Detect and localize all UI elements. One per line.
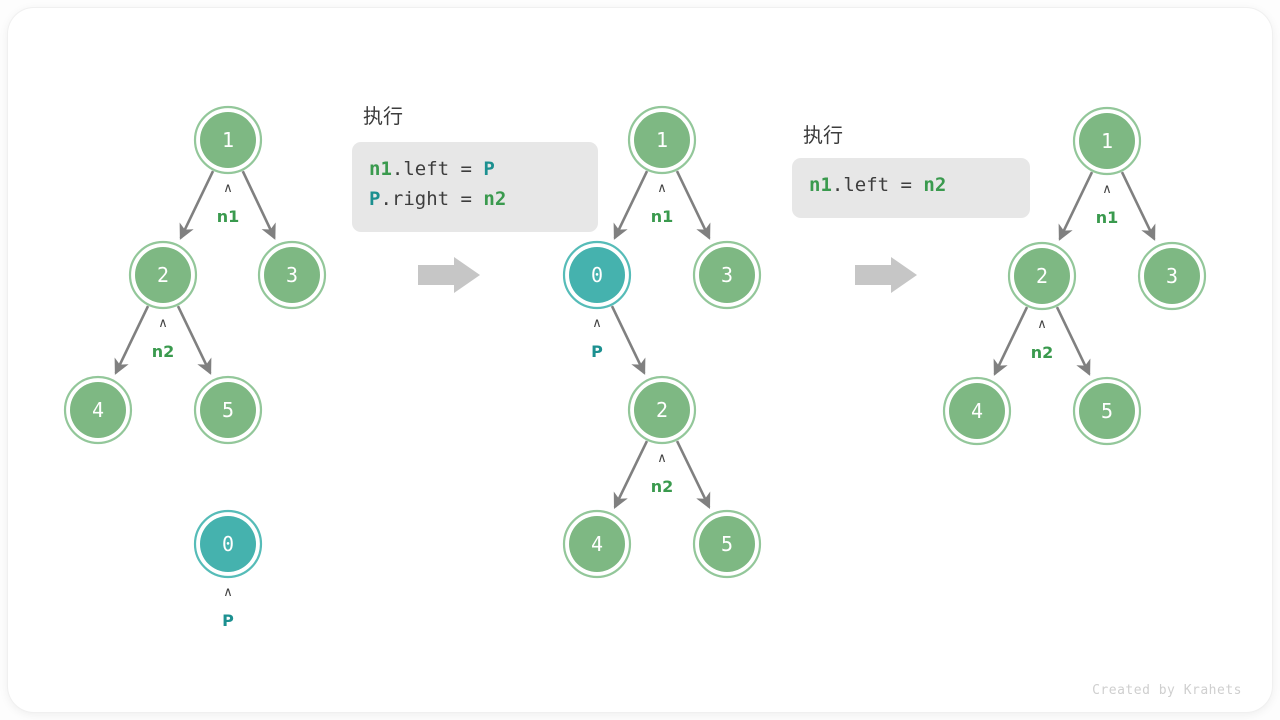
tree-node: 2 bbox=[1007, 241, 1077, 311]
tree-node-value: 0 bbox=[222, 532, 234, 556]
code-token: n1 bbox=[809, 174, 832, 196]
pointer-label: P bbox=[591, 342, 603, 361]
tree-node: 5 bbox=[1072, 376, 1142, 446]
tree-node: 4 bbox=[942, 376, 1012, 446]
tree-edge bbox=[1058, 171, 1094, 241]
tree-node: 2 bbox=[627, 375, 697, 445]
tree-node: 5 bbox=[692, 509, 762, 579]
pointer-label: n1 bbox=[1096, 208, 1119, 227]
tree-node-value: 3 bbox=[286, 263, 298, 287]
code-token: P bbox=[369, 188, 381, 210]
pointer-caret-icon: ∧ bbox=[657, 181, 667, 196]
pointer-label: n1 bbox=[651, 207, 674, 226]
pointer-label: n2 bbox=[1031, 343, 1054, 362]
tree-edge bbox=[176, 305, 212, 375]
tree-node: 4 bbox=[63, 375, 133, 445]
panel-step2-heading: 执行 bbox=[803, 123, 843, 147]
pointer-caret-icon: ∧ bbox=[223, 585, 233, 600]
transition-arrow-1 bbox=[418, 257, 480, 293]
tree-edge bbox=[993, 306, 1029, 376]
panel-step2-code-box: n1.left = n2 bbox=[792, 158, 1030, 218]
tree-node-value: 4 bbox=[971, 399, 983, 423]
pointer-caret-icon: ∧ bbox=[1037, 317, 1047, 332]
pointer-caret-icon: ∧ bbox=[592, 316, 602, 331]
tree-edge bbox=[114, 305, 150, 375]
tree-node-value: 5 bbox=[721, 532, 733, 556]
tree-node-value: 2 bbox=[656, 398, 668, 422]
tree-nodes: 1 ∧ n1 2 ∧ n2 3 4 5 0 ∧ P 1 ∧ n1 0 ∧ P 3 2 ∧ n2 4 5 1 ∧ n1 2 ∧ n2 3 4 5 bbox=[63, 105, 1207, 630]
tree-node: 2 bbox=[128, 240, 198, 310]
code-token: n2 bbox=[483, 188, 507, 210]
pointer-caret-icon: ∧ bbox=[223, 181, 233, 196]
pointer-caret-icon: ∧ bbox=[158, 316, 168, 331]
tree-node: 1 bbox=[627, 105, 697, 175]
code-token: .right = bbox=[380, 188, 484, 210]
code-token: n1 bbox=[369, 158, 392, 180]
tree-edges bbox=[114, 170, 1156, 509]
tree-node-value: 1 bbox=[222, 128, 234, 152]
tree-edge bbox=[613, 170, 649, 240]
tree-node-value: 3 bbox=[1166, 264, 1178, 288]
credit-text: Created by Krahets bbox=[1092, 683, 1242, 698]
code-token: P bbox=[483, 158, 495, 180]
pointer-caret-icon: ∧ bbox=[1102, 182, 1112, 197]
code-line: n1.left = P bbox=[369, 154, 582, 184]
tree-node: 0 bbox=[562, 240, 632, 310]
tree-node-value: 5 bbox=[222, 398, 234, 422]
tree-edge bbox=[675, 440, 711, 509]
code-token: .left = bbox=[391, 158, 484, 180]
tree-node: 3 bbox=[692, 240, 762, 310]
tree-node: 5 bbox=[193, 375, 263, 445]
pointer-caret-icon: ∧ bbox=[657, 451, 667, 466]
pointer-label: n2 bbox=[152, 342, 175, 361]
panel-step1-heading: 执行 bbox=[363, 104, 403, 128]
tree-node: 0 bbox=[193, 509, 263, 579]
code-line: n1.left = n2 bbox=[809, 170, 1014, 200]
tree-node-value: 5 bbox=[1101, 399, 1113, 423]
tree-edge bbox=[241, 170, 276, 240]
transition-arrows bbox=[418, 257, 917, 293]
pointer-label: P bbox=[222, 611, 234, 630]
tree-edge bbox=[610, 305, 646, 375]
tree-edge bbox=[675, 170, 711, 240]
tree-node-value: 1 bbox=[656, 128, 668, 152]
tree-node: 1 bbox=[1072, 106, 1142, 176]
tree-node-value: 0 bbox=[591, 263, 603, 287]
pointer-label: n1 bbox=[217, 207, 240, 226]
tree-node: 3 bbox=[1137, 241, 1207, 311]
tree-node-value: 4 bbox=[591, 532, 603, 556]
code-token: n2 bbox=[923, 174, 947, 196]
tree-edge bbox=[1055, 306, 1091, 376]
code-token: .left = bbox=[831, 174, 924, 196]
tree-node-value: 1 bbox=[1101, 129, 1113, 153]
tree-edge bbox=[613, 440, 649, 509]
transition-arrow-2 bbox=[855, 257, 917, 293]
tree-node-value: 2 bbox=[157, 263, 169, 287]
pointer-label: n2 bbox=[651, 477, 674, 496]
tree-node: 3 bbox=[257, 240, 327, 310]
tree-node: 1 bbox=[193, 105, 263, 175]
tree-node-value: 3 bbox=[721, 263, 733, 287]
tree-node: 4 bbox=[562, 509, 632, 579]
tree-edge bbox=[179, 170, 215, 240]
tree-edge bbox=[1120, 171, 1156, 241]
code-line: P.right = n2 bbox=[369, 184, 582, 214]
tree-node-value: 4 bbox=[92, 398, 104, 422]
tree-node-value: 2 bbox=[1036, 264, 1048, 288]
